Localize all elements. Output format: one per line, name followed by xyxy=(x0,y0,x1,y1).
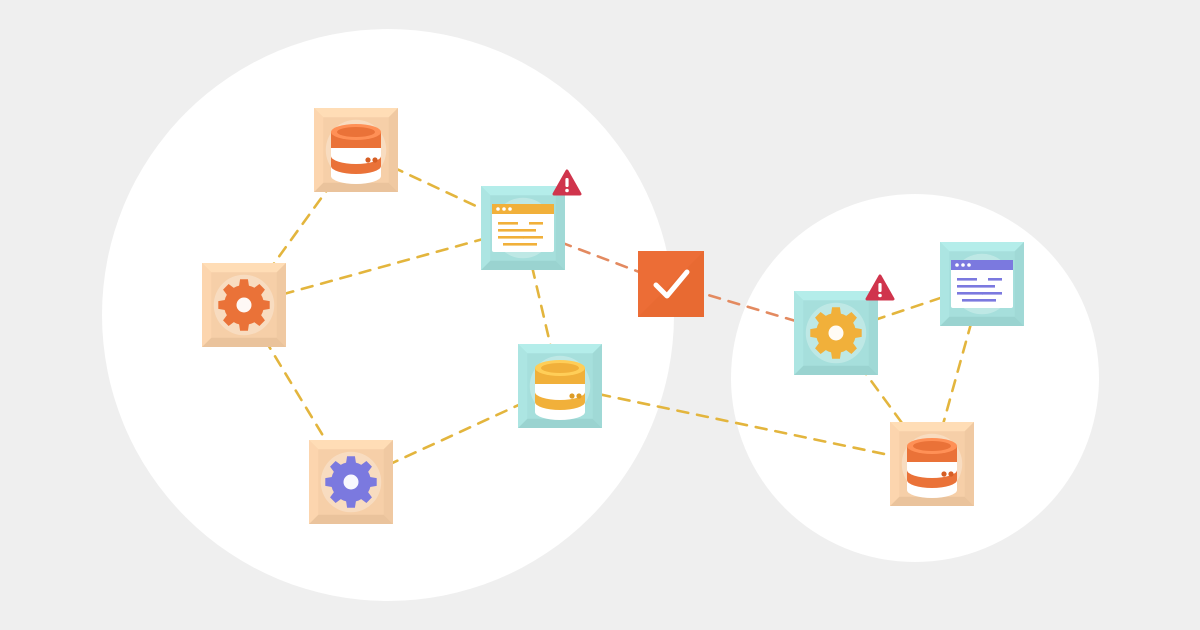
node-db-top[interactable] xyxy=(314,108,398,192)
gear-icon xyxy=(218,279,270,331)
link-gear-left-to-window-center xyxy=(242,226,525,307)
node-window-right[interactable] xyxy=(940,242,1024,326)
browser-window-glyph xyxy=(492,204,554,252)
browser-window-glyph xyxy=(951,260,1013,308)
database-glyph xyxy=(535,360,585,420)
cluster-right xyxy=(731,194,1099,562)
warning-icon xyxy=(865,274,895,301)
database-icon xyxy=(907,438,957,498)
database-icon xyxy=(535,360,585,420)
cluster-left xyxy=(102,29,674,601)
node-window-center[interactable] xyxy=(481,169,582,270)
checkmark-icon xyxy=(653,269,690,299)
node-db-center[interactable] xyxy=(518,344,602,428)
node-check-hub[interactable] xyxy=(638,251,704,317)
database-glyph xyxy=(907,438,957,498)
window-icon xyxy=(951,260,1013,308)
node-layer xyxy=(202,108,1024,524)
node-gear-left[interactable] xyxy=(202,263,286,347)
gear-icon xyxy=(810,307,862,359)
gear-glyph xyxy=(325,456,377,508)
warning-icon xyxy=(552,169,582,196)
gear-glyph xyxy=(810,307,862,359)
link-gear-left-to-gear-bottom xyxy=(242,303,353,484)
database-icon xyxy=(331,124,381,184)
window-icon xyxy=(492,204,554,252)
checkmark-glyph xyxy=(653,269,690,299)
node-gear-bottom[interactable] xyxy=(309,440,393,524)
gear-glyph xyxy=(218,279,270,331)
node-gear-right[interactable] xyxy=(794,274,895,375)
node-db-right[interactable] xyxy=(890,422,974,506)
database-glyph xyxy=(331,124,381,184)
gear-icon xyxy=(325,456,377,508)
link-db-center-to-db-right xyxy=(558,384,934,466)
